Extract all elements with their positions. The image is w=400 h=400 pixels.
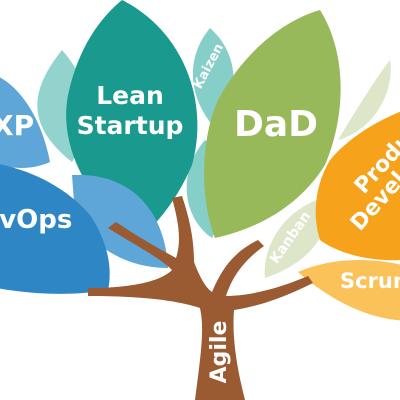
leaf-xp xyxy=(0,77,50,168)
leaf-product-development xyxy=(315,111,400,261)
leaf-devops xyxy=(0,164,110,294)
leaf-pale-green-right xyxy=(338,60,391,140)
leaf-dad xyxy=(204,10,341,238)
leaf-kanban xyxy=(264,198,326,278)
label-lean-startup-line1: Lean xyxy=(96,81,164,110)
label-dad: DaD xyxy=(234,104,318,145)
label-scrum: Scrum xyxy=(340,269,400,293)
label-devops: DevOps xyxy=(0,205,72,235)
label-xp: XP xyxy=(0,109,34,142)
label-trunk-agile: Agile xyxy=(207,321,232,384)
tree-trunk xyxy=(88,196,313,400)
label-lean-startup-line2: Startup xyxy=(77,111,184,140)
leaf-scrum xyxy=(298,260,400,321)
